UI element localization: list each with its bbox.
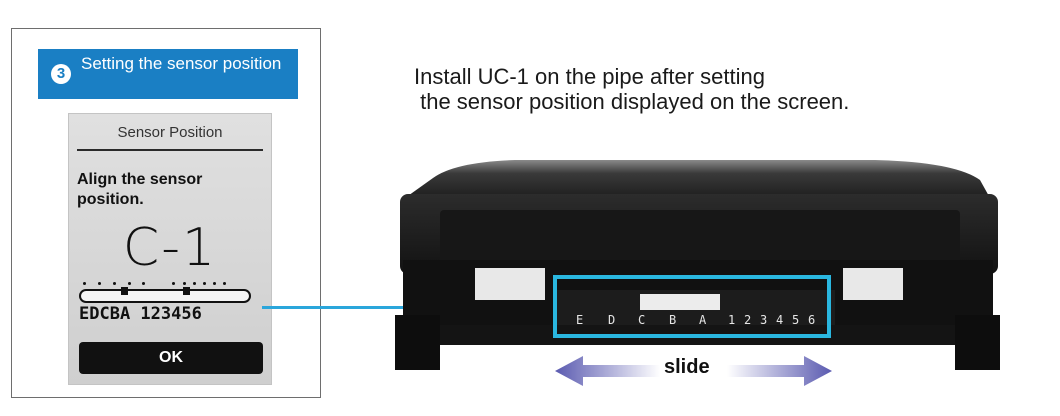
- setting-panel: 3 Setting the sensor position Sensor Pos…: [11, 28, 321, 398]
- device-scale-label: 5: [792, 313, 800, 327]
- step-banner: 3 Setting the sensor position: [38, 49, 298, 99]
- device-scale-label: 6: [808, 313, 816, 327]
- device-scale-label: E: [576, 313, 584, 327]
- device-screen: Sensor Position Align the sensor positio…: [68, 113, 272, 385]
- device-scale-label: D: [608, 313, 616, 327]
- device-scale-label: 1: [728, 313, 736, 327]
- sensor-position-value: C-1: [122, 218, 218, 278]
- sensor-position-highlight: [553, 275, 831, 338]
- slide-label: slide: [664, 356, 710, 378]
- uc1-device-image: [395, 160, 1000, 370]
- position-scale-bar: [79, 289, 251, 303]
- instruction-text: Install UC-1 on the pipe after setting t…: [414, 64, 974, 114]
- connector-line: [262, 306, 530, 309]
- scale-marker-left: [121, 287, 128, 295]
- step-title: Setting the sensor position: [81, 54, 282, 73]
- scale-marker-right: [183, 287, 190, 295]
- instruction-line-1: Install UC-1 on the pipe after setting: [414, 64, 765, 89]
- slide-arrow-left: [555, 356, 660, 386]
- step-number-badge: 3: [51, 64, 71, 84]
- scale-labels: EDCBA 123456: [79, 304, 202, 324]
- instruction-line-2: the sensor position displayed on the scr…: [414, 89, 850, 114]
- device-scale-label: 2: [744, 313, 752, 327]
- ok-button[interactable]: OK: [79, 342, 263, 374]
- screen-header: Sensor Position: [117, 124, 223, 141]
- screen-message: Align the sensor position.: [77, 171, 203, 208]
- device-scale-label: 3: [760, 313, 768, 327]
- slide-arrow-right: [727, 356, 832, 386]
- device-scale-label: B: [669, 313, 677, 327]
- screen-header-divider: [77, 149, 263, 151]
- device-scale-label: 4: [776, 313, 784, 327]
- device-scale-label: C: [638, 313, 646, 327]
- device-scale-label: A: [699, 313, 707, 327]
